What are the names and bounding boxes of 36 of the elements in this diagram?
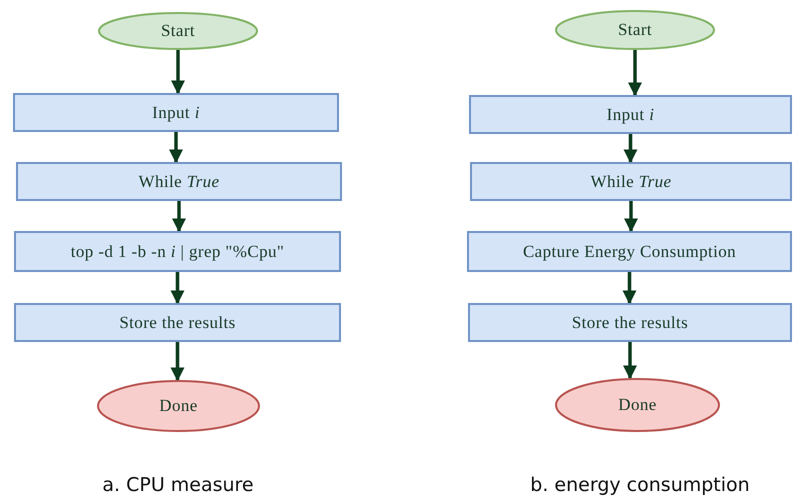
- step-label: While True: [138, 172, 220, 192]
- arrow: [170, 342, 184, 382]
- step-label: Store the results: [119, 312, 236, 332]
- process-box: [14, 303, 341, 342]
- arrow: [171, 50, 185, 94]
- figure-caption: a. CPU measure: [102, 474, 254, 496]
- arrow: [624, 134, 638, 164]
- end-oval: [555, 378, 720, 432]
- start-oval: [98, 12, 258, 50]
- step-label: Store the results: [572, 312, 688, 332]
- step-label: Start: [618, 20, 652, 40]
- end-oval: [97, 380, 260, 432]
- arrow: [169, 132, 183, 164]
- step-label: top -d 1 -b -n i | grep "%Cpu": [70, 242, 284, 262]
- arrow: [623, 342, 637, 380]
- arrow: [172, 201, 186, 232]
- start-oval: [555, 10, 715, 50]
- process-box: [13, 93, 339, 132]
- arrow: [628, 50, 642, 96]
- process-box: [16, 162, 342, 201]
- step-label: Capture Energy Consumption: [522, 242, 736, 262]
- step-label: While True: [590, 172, 672, 192]
- arrow: [170, 272, 184, 304]
- figure-caption: b. energy consumption: [530, 474, 750, 496]
- process-box: [470, 162, 792, 201]
- step-label: Input i: [152, 102, 200, 122]
- step-label: Input i: [606, 104, 654, 124]
- process-box: [468, 303, 792, 342]
- process-box: [467, 231, 792, 272]
- step-label: Start: [160, 21, 196, 41]
- arrow: [622, 272, 636, 304]
- step-label: Done: [618, 395, 657, 415]
- step-label: Done: [159, 396, 198, 416]
- arrow: [624, 201, 638, 232]
- process-box: [469, 95, 792, 134]
- process-box: [14, 231, 341, 272]
